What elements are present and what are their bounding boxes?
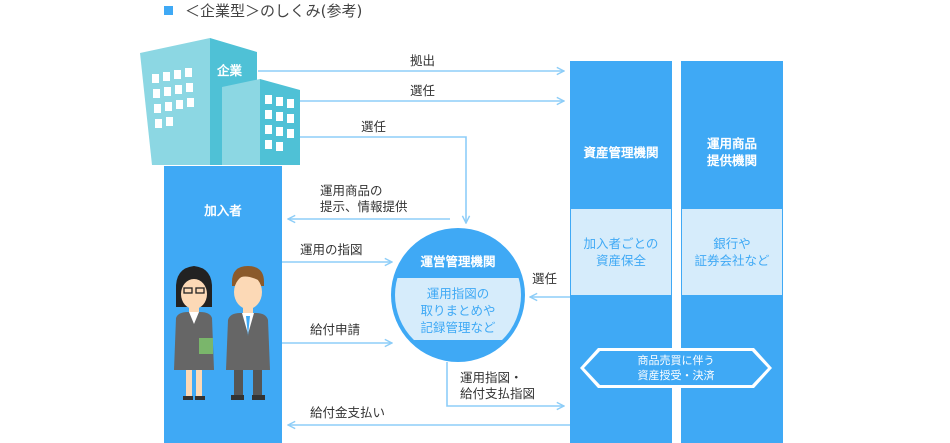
- record-keeper-role-line-3: 記録管理など: [420, 320, 496, 335]
- flow-product-info-label: 運用商品の 提示、情報提供: [320, 183, 408, 215]
- arrow-select-record-keeper: [300, 136, 466, 223]
- heading-bullet-icon: [164, 6, 173, 15]
- asset-admin-role-line-2: 資産保全: [595, 253, 646, 268]
- flow-benefit-payment-label: 給付金支払い: [310, 405, 386, 420]
- trade-arrow-line-1: 商品売買に伴う: [637, 354, 715, 367]
- product-provider-role-box: 銀行や 証券会社など: [682, 209, 782, 295]
- flow-orders-label: 運用指図・ 給付支払指図: [460, 370, 535, 402]
- flow-benefit-claim-label: 給付申請: [310, 322, 361, 337]
- asset-admin-role-box: 加入者ごとの 資産保全: [571, 209, 671, 295]
- company-label: 企業: [217, 63, 243, 78]
- product-provider-title-line-2: 提供機関: [706, 153, 757, 168]
- flow-investment-order-label: 運用の指図: [300, 242, 363, 257]
- record-keeper-circle: [391, 228, 525, 362]
- asset-admin-role-line-1: 加入者ごとの: [583, 236, 659, 251]
- flow-orders-line-2: 給付支払指図: [460, 386, 536, 401]
- record-keeper-title: 運営管理機関: [420, 254, 496, 269]
- record-keeper-role-line-2: 取りまとめや: [420, 303, 496, 318]
- trade-arrow-label: 商品売買に伴う 資産授受・決済: [600, 353, 752, 383]
- page-heading: ＜企業型＞のしくみ(参考): [164, 0, 362, 21]
- flow-asset-admin-selects-label: 選任: [532, 271, 558, 286]
- trade-arrow-line-2: 資産授受・決済: [637, 369, 715, 382]
- members-label: 加入者: [204, 203, 242, 218]
- product-provider-role-line-1: 銀行や: [713, 236, 751, 251]
- product-provider-title-line-1: 運用商品: [706, 136, 757, 151]
- flow-select-asset-admin-label: 選任: [410, 83, 436, 98]
- female-member-icon: [174, 266, 214, 400]
- flow-contribution-label: 拠出: [410, 53, 436, 68]
- company-building-icon: [140, 38, 300, 165]
- product-provider-role-line-2: 証券会社など: [694, 253, 770, 268]
- asset-admin-title: 資産管理機関: [583, 145, 659, 160]
- record-keeper-role-line-1: 運用指図の: [426, 286, 490, 301]
- arrow-orders: [446, 362, 564, 406]
- flow-select-record-keeper-label: 選任: [361, 119, 387, 134]
- record-keeper-role: 運用指図の 取りまとめや 記録管理など: [398, 285, 518, 336]
- flow-product-info-line-2: 提示、情報提供: [320, 199, 408, 214]
- product-provider-title: 運用商品 提供機関: [681, 135, 783, 169]
- male-member-icon: [226, 266, 270, 400]
- flow-orders-line-1: 運用指図・: [460, 370, 523, 385]
- flow-product-info-line-1: 運用商品の: [320, 183, 383, 198]
